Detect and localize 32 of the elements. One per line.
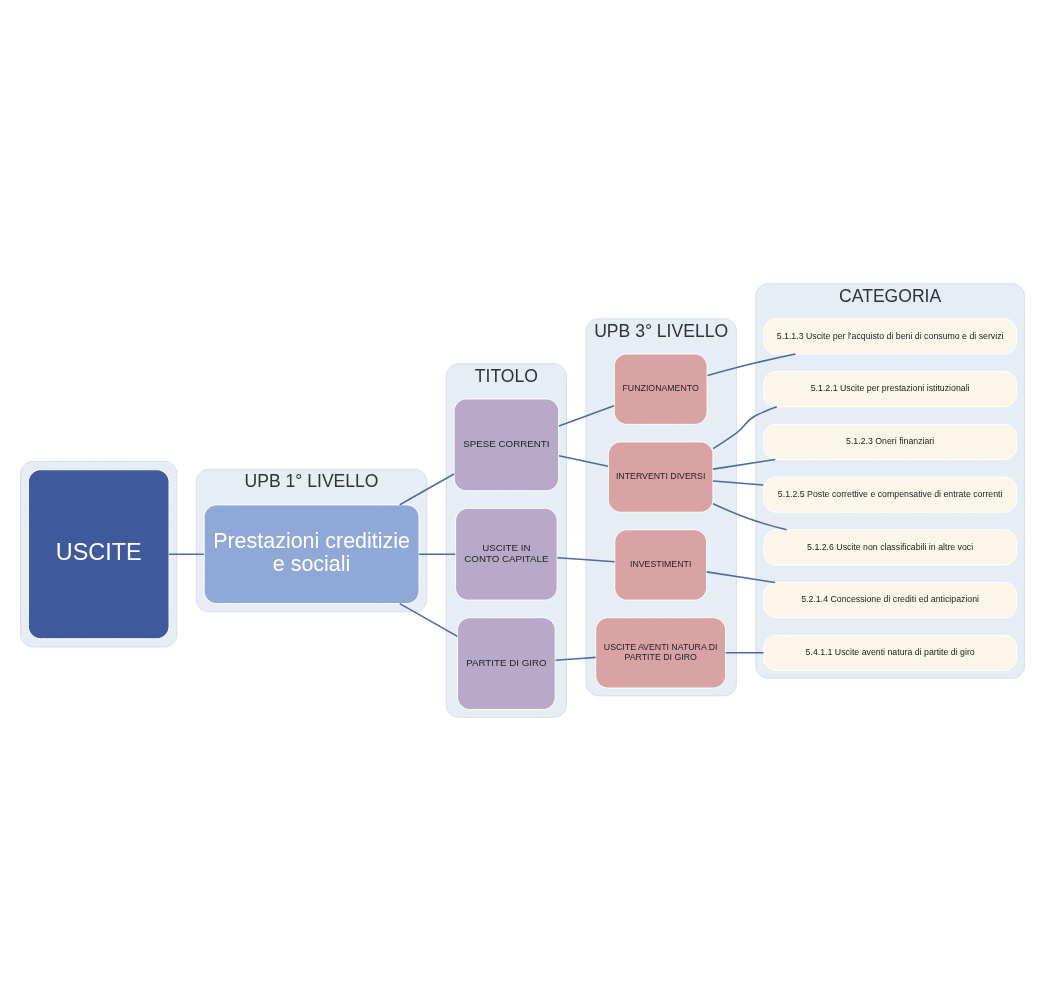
node-box: 5.1.2.5 Poste correttive e compensative di entrate correnti — [763, 476, 1018, 513]
connector — [418, 552, 456, 555]
node-box: 5.4.1.1 Uscite aventi natura di partite di giro — [763, 634, 1018, 671]
node-box: 5.1.1.3 Uscite per l'acquisto di beni di consumo e di servizi — [763, 317, 1018, 354]
connector — [168, 552, 205, 555]
connector — [712, 458, 777, 470]
node-box: 5.1.2.6 Uscite non classificabili in altre voci — [763, 528, 1018, 565]
node-box: 5.2.1.4 Concessione di crediti ed anticipazioni — [763, 581, 1018, 618]
connector — [712, 502, 788, 530]
connector — [554, 656, 597, 661]
node-box: INTERVENTI DIVERSI — [607, 440, 714, 513]
node-box: USCITE IN CONTO CAPITALE — [455, 507, 558, 601]
connector — [558, 404, 615, 427]
connector — [556, 556, 616, 563]
node-box: SPESE CORRENTI — [453, 397, 560, 491]
connector — [398, 602, 459, 637]
cluster — [20, 460, 178, 647]
node-box: INVESTIMENTI — [614, 528, 708, 601]
connector — [712, 405, 778, 449]
node-box: 5.1.2.3 Oneri finanziari — [763, 423, 1018, 460]
connector — [712, 479, 765, 486]
connector — [558, 454, 609, 467]
node-box: 5.1.2.1 Uscite per prestazioni istituzionali — [763, 370, 1018, 407]
node-box: USCITE AVENTI NATURA DI PARTITE DI GIRO — [595, 616, 727, 688]
connector — [724, 651, 765, 654]
connector — [398, 472, 455, 506]
node-box: PARTITE DI GIRO — [457, 616, 556, 710]
node-box: FUNZIONAMENTO — [613, 353, 708, 425]
connector — [705, 570, 776, 583]
node-box: USCITE — [27, 468, 170, 639]
node-box: Prestazioni creditizie e sociali — [203, 503, 420, 604]
connector — [706, 352, 797, 376]
